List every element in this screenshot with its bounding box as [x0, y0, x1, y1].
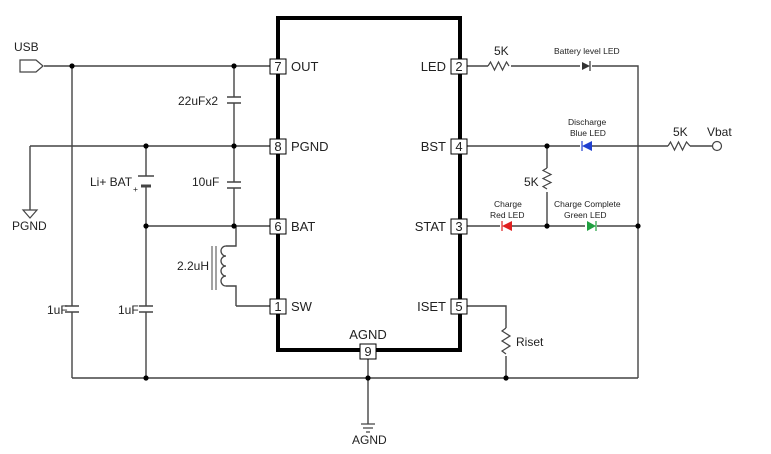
inductor-2-2uh: 2.2uH: [177, 245, 227, 290]
battery-level-led: Battery level LED: [554, 46, 620, 71]
capacitor-1uf-bat: 1uF: [118, 303, 153, 317]
svg-text:22uFx2: 22uFx2: [178, 94, 218, 108]
resistor-5k-vbat: 5K: [667, 125, 691, 152]
svg-text:STAT: STAT: [415, 219, 446, 234]
charge-red-led: Charge Red LED: [490, 199, 525, 231]
svg-text:PGND: PGND: [12, 219, 47, 233]
pin-3: 3 STAT: [415, 218, 468, 235]
pin-4: 4 BST: [421, 138, 468, 155]
charge-complete-green-led: Charge Complete Green LED: [554, 199, 621, 231]
svg-text:ISET: ISET: [417, 299, 446, 314]
svg-text:6: 6: [274, 219, 281, 234]
pin-8: 8 PGND: [269, 138, 329, 155]
svg-text:1uF: 1uF: [47, 303, 68, 317]
svg-text:OUT: OUT: [291, 59, 319, 74]
pin-7: 7 OUT: [269, 58, 319, 75]
svg-text:LED: LED: [421, 59, 446, 74]
pgnd-ground-symbol: PGND: [12, 209, 47, 233]
svg-text:AGND: AGND: [349, 327, 387, 342]
svg-text:Green LED: Green LED: [564, 210, 607, 220]
svg-text:5: 5: [455, 299, 462, 314]
svg-text:Vbat: Vbat: [707, 125, 732, 139]
svg-text:3: 3: [455, 219, 462, 234]
svg-text:5K: 5K: [673, 125, 688, 139]
svg-text:1: 1: [274, 299, 281, 314]
svg-text:10uF: 10uF: [192, 175, 219, 189]
svg-text:AGND: AGND: [352, 433, 387, 447]
vbat-terminal: Vbat: [707, 125, 732, 152]
svg-text:1uF: 1uF: [118, 303, 139, 317]
svg-text:4: 4: [455, 139, 462, 154]
junction-dots: [69, 63, 641, 381]
discharge-blue-led: Discharge Blue LED: [568, 117, 607, 151]
svg-text:Charge: Charge: [494, 199, 522, 209]
svg-text:Riset: Riset: [516, 335, 544, 349]
pin-6: 6 BAT: [269, 218, 315, 235]
capacitor-22uf: 22uFx2: [178, 94, 241, 108]
svg-text:Discharge: Discharge: [568, 117, 607, 127]
pin-1: 1 SW: [269, 298, 313, 315]
agnd-ground-symbol: AGND: [352, 423, 387, 447]
svg-text:SW: SW: [291, 299, 313, 314]
capacitor-1uf-usb: 1uF: [47, 303, 79, 317]
svg-text:7: 7: [274, 59, 281, 74]
svg-text:Charge Complete: Charge Complete: [554, 199, 621, 209]
svg-text:8: 8: [274, 139, 281, 154]
svg-text:2.2uH: 2.2uH: [177, 259, 209, 273]
resistor-5k-stat: 5K: [524, 167, 553, 190]
svg-text:9: 9: [364, 344, 371, 359]
svg-text:USB: USB: [14, 40, 39, 54]
svg-text:Blue LED: Blue LED: [570, 128, 606, 138]
svg-text:5K: 5K: [494, 44, 509, 58]
svg-text:BST: BST: [421, 139, 446, 154]
svg-text:Red LED: Red LED: [490, 210, 525, 220]
pin-9: 9 AGND: [349, 327, 387, 360]
battery-symbol: Li+ BAT +: [90, 175, 154, 194]
svg-text:2: 2: [455, 59, 462, 74]
resistor-riset: Riset: [500, 327, 544, 355]
svg-text:Li+ BAT: Li+ BAT: [90, 175, 133, 189]
capacitor-10uf: 10uF: [192, 175, 241, 189]
pin-2: 2 LED: [421, 58, 468, 75]
svg-text:PGND: PGND: [291, 139, 329, 154]
svg-text:Battery level LED: Battery level LED: [554, 46, 620, 56]
wires: [29, 65, 712, 424]
svg-text:+: +: [133, 184, 138, 194]
usb-port: USB: [14, 40, 44, 73]
resistor-5k-led: 5K: [487, 44, 510, 72]
pin-5: 5 ISET: [417, 298, 468, 315]
svg-text:5K: 5K: [524, 175, 539, 189]
svg-text:BAT: BAT: [291, 219, 315, 234]
